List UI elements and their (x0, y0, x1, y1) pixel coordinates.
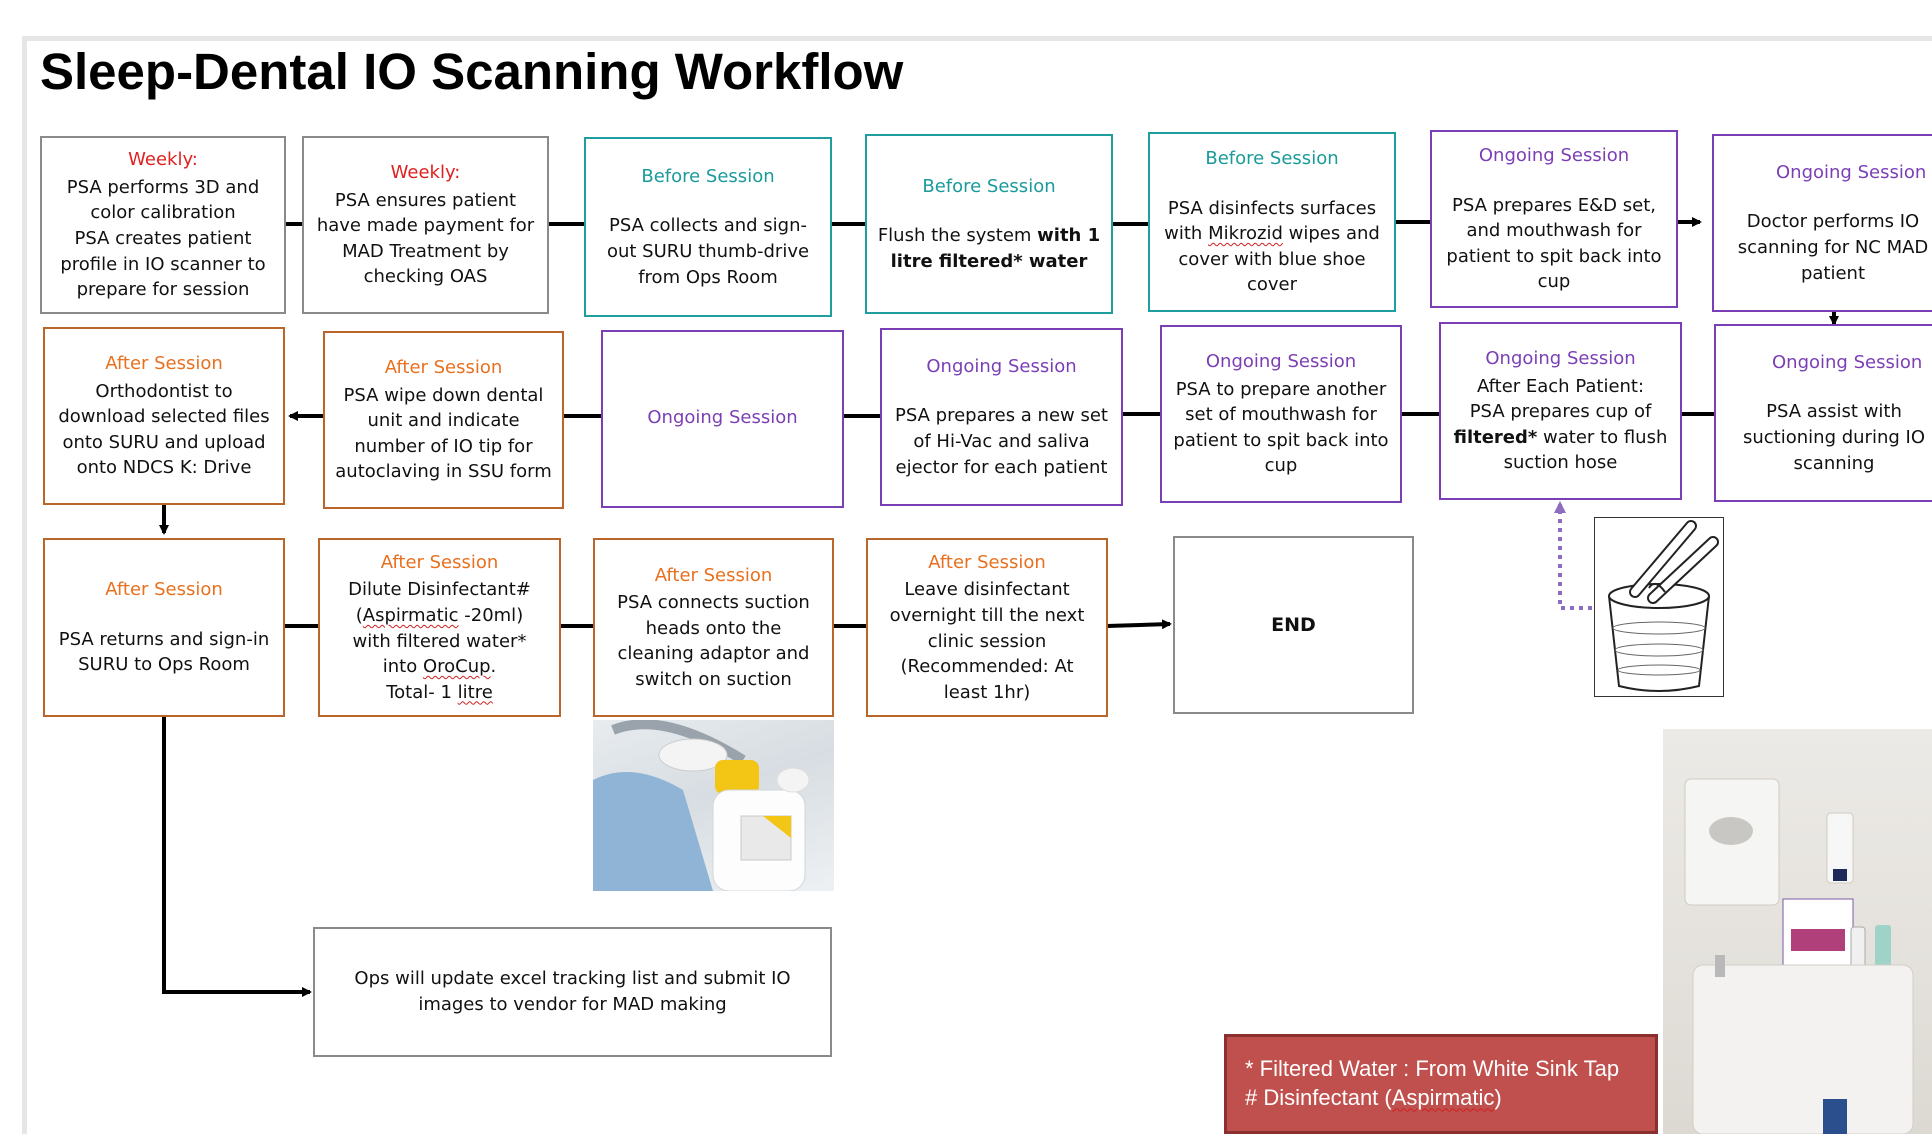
box-heading: Before Session (641, 165, 775, 187)
end-box: END (1173, 536, 1414, 714)
box-text: PSA disinfects surfaces with Mikrozid wi… (1160, 196, 1384, 298)
ongoing-session-empty-box: Ongoing Session (601, 330, 844, 508)
before-session-disinfect-box: Before Session PSA disinfects surfaces w… (1148, 132, 1396, 312)
box-text: Doctor performs IO scanning for NC MAD p… (1737, 211, 1929, 284)
box-heading: After Session (384, 357, 503, 379)
ongoing-after-each-patient-box: Ongoing Session After Each Patient: PSA … (1439, 322, 1682, 500)
box-text: PSA collects and sign-out SURU thumb-dri… (606, 215, 810, 288)
weekly-calibration-box: Weekly: PSA performs 3D and color calibr… (40, 136, 286, 314)
box-text: After Each Patient: (1476, 375, 1645, 397)
sink-illustration (1684, 778, 1914, 1134)
before-session-collect-box: Before Session PSA collects and sign-out… (584, 137, 832, 317)
box-text-part: Total- 1 (386, 681, 458, 703)
box-heading: After Session (105, 353, 223, 375)
box-text: Ops will update excel tracking list and … (354, 968, 791, 1015)
box-text: (Aspirmatic -20ml) (356, 603, 523, 629)
before-session-flush-box: Before Session Flush the system with 1 l… (865, 134, 1113, 314)
page-title: Sleep-Dental IO Scanning Workflow (40, 43, 904, 100)
box-text: Orthodontist to download selected files … (58, 380, 270, 479)
box-text-part: ( (355, 604, 363, 626)
box-text-part: wipes and cover with blue shoe cover (1178, 223, 1380, 296)
box-text: PSA wipe down dental unit and indicate n… (335, 384, 552, 483)
box-heading: Ongoing Session (926, 355, 1077, 377)
box-text-part: Aspirmatic (362, 604, 459, 626)
box-text: PSA to prepare another set of mouthwash … (1173, 378, 1389, 477)
box-text-part: into (382, 656, 423, 678)
box-heading: After Session (380, 551, 499, 573)
legend-filtered-water: * Filtered Water : From White Sink Tap (1245, 1056, 1620, 1081)
legend-disinfectant: # Disinfectant (Aspirmatic) (1245, 1084, 1655, 1113)
after-session-return-box: After Session PSA returns and sign-in SU… (43, 538, 285, 717)
box-heading: Ongoing Session (1776, 161, 1927, 183)
box-text-part: water to flush suction hose (1503, 426, 1668, 474)
box-heading: After Session (105, 579, 223, 601)
box-heading: Weekly: (128, 149, 198, 171)
suction-cup-illustration (1594, 517, 1724, 697)
cleaning-adaptor-photo (593, 720, 834, 891)
box-text: PSA connects suction heads onto the clea… (617, 592, 810, 690)
box-heading: Ongoing Session (1205, 351, 1357, 373)
box-heading: Before Session (1205, 148, 1339, 170)
sink-photo (1663, 729, 1932, 1134)
box-heading: Ongoing Session (647, 407, 798, 429)
box-heading: Ongoing Session (1478, 145, 1630, 167)
end-label: END (1271, 613, 1316, 636)
box-text-part: PSA prepares cup of (1469, 401, 1652, 423)
box-text: Total- 1 litre (386, 680, 493, 706)
box-text: PSA performs 3D and color calibration (66, 176, 260, 224)
cup-with-suction-tips (1608, 520, 1719, 692)
box-text-bold: with 1 litre filtered* water (890, 225, 1101, 272)
box-heading: After Session (654, 564, 773, 586)
after-session-connect-suction-box: After Session PSA connects suction heads… (593, 538, 834, 717)
box-text-bold: filtered* (1453, 426, 1538, 448)
box-text: into OroCup. (383, 654, 497, 680)
after-session-wipe-box: After Session PSA wipe down dental unit … (323, 331, 564, 509)
ongoing-prepare-ed-box: Ongoing Session PSA prepares E&D set, an… (1430, 130, 1678, 308)
ongoing-io-scanning-box: Ongoing Session Doctor performs IO scann… (1712, 134, 1932, 312)
box-text-part: PSA disinfects surfaces with (1164, 197, 1377, 245)
box-text: PSA returns and sign-in SURU to Ops Room (58, 628, 270, 676)
box-text: Leave disinfectant overnight till the ne… (889, 579, 1085, 703)
box-text: Flush the system with 1 litre filtered* … (877, 223, 1101, 274)
arrow-to-end (1106, 619, 1172, 630)
cleaning-adaptor-illustration (593, 720, 810, 891)
box-text: PSA assist with suctioning during IO sca… (1743, 401, 1925, 474)
box-heading: Ongoing Session (1772, 351, 1923, 373)
legend-text-part: # Disinfectant ( (1245, 1084, 1392, 1110)
after-session-dilute-box: After Session Dilute Disinfectant# (Aspi… (318, 538, 561, 717)
ongoing-mouthwash-box: Ongoing Session PSA to prepare another s… (1160, 325, 1402, 503)
after-session-leave-disinfectant-box: After Session Leave disinfectant overnig… (866, 538, 1108, 717)
box-heading: After Session (928, 551, 1046, 573)
box-text-part: . (490, 656, 497, 678)
box-text: with filtered water* (352, 630, 527, 652)
box-text: PSA ensures patient have made payment fo… (316, 189, 535, 288)
box-heading: Ongoing Session (1485, 348, 1636, 370)
box-text-part: -20ml) (458, 604, 524, 626)
box-text: PSA creates patient profile in IO scanne… (60, 228, 266, 301)
box-text-part: OroCup (422, 656, 491, 678)
arrow-to-ops-update (162, 717, 312, 997)
box-text-part: Mikrozid (1208, 223, 1283, 245)
weekly-payment-box: Weekly: PSA ensures patient have made pa… (302, 136, 549, 314)
box-heading: Weekly: (390, 162, 461, 184)
after-session-orthodontist-box: After Session Orthodontist to download s… (43, 327, 285, 505)
box-heading: Before Session (922, 175, 1056, 197)
ops-update-box: Ops will update excel tracking list and … (313, 927, 832, 1057)
box-text: Dilute Disinfectant# (348, 579, 531, 601)
box-text: PSA prepares E&D set, and mouthwash for … (1446, 194, 1662, 293)
box-text: PSA prepares a new set of Hi-Vac and sal… (895, 405, 1108, 478)
ongoing-hivac-box: Ongoing Session PSA prepares a new set o… (880, 328, 1123, 506)
legend-text-part: Aspirmatic (1391, 1084, 1495, 1110)
box-text: PSA prepares cup of filtered* water to f… (1451, 399, 1670, 476)
legend-text-part: ) (1494, 1084, 1502, 1110)
ongoing-assist-suction-box: Ongoing Session PSA assist with suctioni… (1714, 324, 1932, 502)
box-text-part: litre (457, 681, 493, 703)
legend-box: * Filtered Water : From White Sink Tap #… (1224, 1034, 1658, 1134)
dotted-arrow-cup (1554, 501, 1592, 610)
box-text-part: Flush the system (877, 225, 1038, 247)
